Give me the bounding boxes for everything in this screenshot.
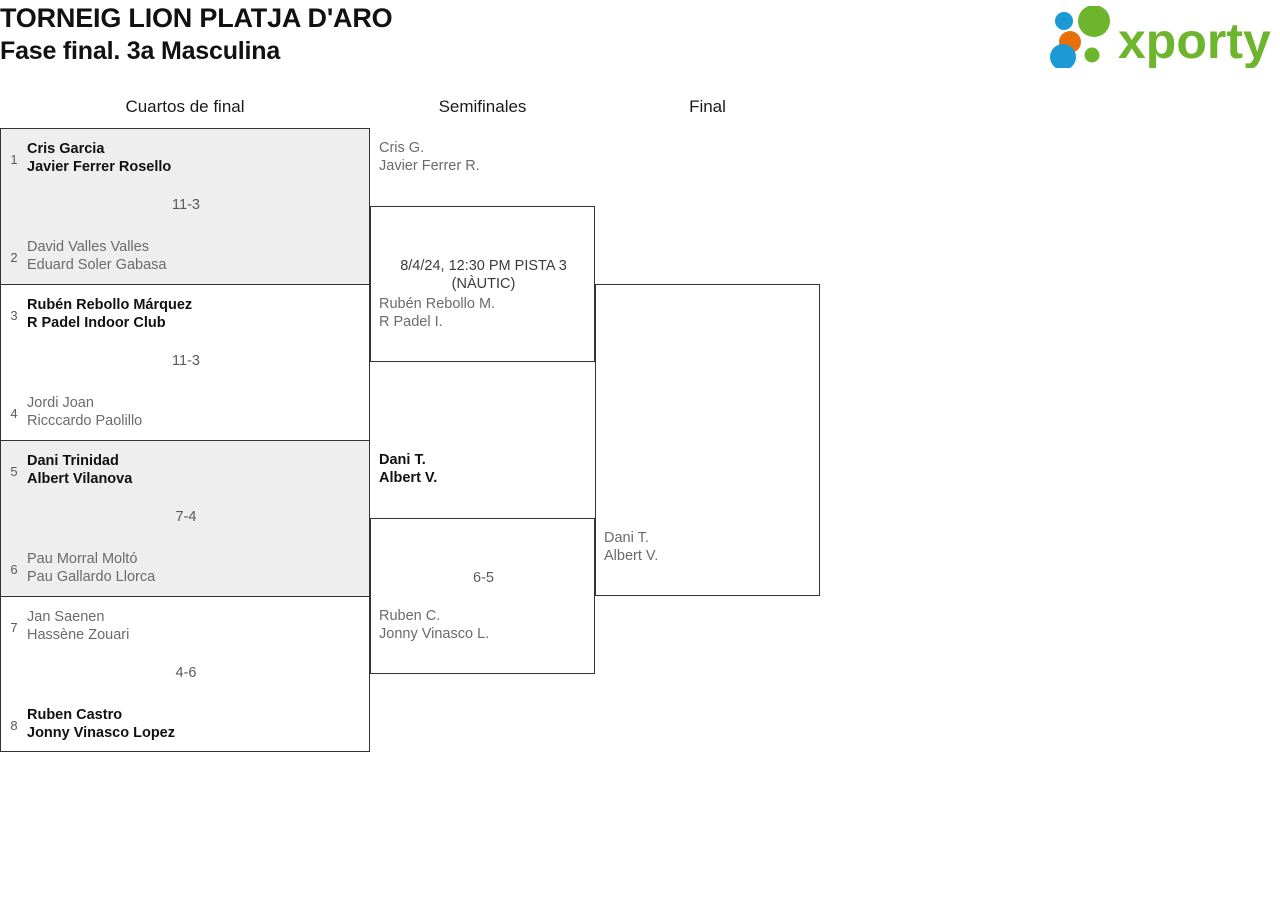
match-slot-bottom[interactable]: 2 David Valles Valles Eduard Soler Gabas…	[1, 227, 371, 285]
logo-dot-green-large	[1078, 6, 1110, 37]
player-name-1: David Valles Valles	[27, 239, 149, 255]
player-name-1: Dani T.	[604, 530, 649, 546]
player-name-1: Jordi Joan	[27, 395, 94, 411]
match-slot-top[interactable]: 1 Cris Garcia Javier Ferrer Rosello	[1, 129, 371, 187]
player-name-1: Jan Saenen	[27, 609, 105, 625]
xporty-logo-svg: xporty	[1050, 6, 1271, 68]
match-slot-bottom[interactable]: Dani T. Albert V.	[596, 519, 821, 575]
player-name-2: Ricccardo Paolillo	[27, 413, 143, 429]
player-name-2: Albert Vilanova	[27, 471, 133, 487]
team-names: David Valles Valles Eduard Soler Gabasa	[27, 238, 166, 274]
seed-number: 8	[10, 717, 18, 733]
seed-number: 3	[10, 307, 18, 323]
match-slot-bottom[interactable]: 4 Jordi Joan Ricccardo Paolillo	[1, 383, 371, 441]
player-name-1: Rubén Rebollo M.	[379, 296, 496, 312]
player-name-2: R Padel I.	[379, 314, 443, 330]
player-name-1: Dani Trinidad	[27, 453, 119, 469]
match-slot-top[interactable]	[596, 129, 821, 185]
logo-dot-blue-large	[1050, 44, 1076, 68]
player-name-1: Cris G.	[379, 140, 425, 156]
logo-dot-blue-small	[1055, 12, 1073, 30]
team-names: Cris G. Javier Ferrer R.	[379, 139, 480, 175]
player-name-2: Eduard Soler Gabasa	[27, 257, 167, 273]
match-score: 4-6	[175, 665, 197, 681]
player-name-2: Javier Ferrer Rosello	[27, 159, 172, 175]
team-names: Rubén Rebollo M. R Padel I.	[379, 295, 495, 331]
match-schedule: 8/4/24, 12:30 PM PISTA 3 (NÀUTIC)	[400, 258, 567, 292]
team-names: Jordi Joan Ricccardo Paolillo	[27, 394, 142, 430]
player-name-1: Dani T.	[379, 452, 426, 468]
player-name-2: R Padel Indoor Club	[27, 315, 166, 331]
player-name-2: Jonny Vinasco L.	[379, 626, 490, 642]
logo-wordmark: xporty	[1118, 13, 1271, 68]
seed-number: 2	[10, 249, 18, 265]
match-final[interactable]: Dani T. Albert V.	[595, 284, 820, 596]
player-name-2: Pau Gallardo Llorca	[27, 569, 156, 585]
match-semifinal-2[interactable]: Dani T. Albert V. 6-5 Ruben C. Jonny Vin…	[370, 452, 596, 674]
seed-number: 7	[10, 619, 18, 635]
match-slot-top[interactable]: 5 Dani Trinidad Albert Vilanova	[1, 441, 371, 499]
team-names: Ruben C. Jonny Vinasco L.	[379, 607, 489, 643]
player-name-2: Javier Ferrer R.	[379, 158, 480, 174]
tournament-bracket: 1 Cris Garcia Javier Ferrer Rosello 11-3…	[0, 128, 900, 753]
match-slot-top[interactable]: 3 Rubén Rebollo Márquez R Padel Indoor C…	[1, 285, 371, 343]
match-quarterfinal-2[interactable]: 3 Rubén Rebollo Márquez R Padel Indoor C…	[0, 284, 370, 440]
tournament-subtitle: Fase final. 3a Masculina	[0, 37, 281, 65]
match-slot-top[interactable]: 7 Jan Saenen Hassène Zouari	[1, 597, 371, 655]
player-name-1: Ruben C.	[379, 608, 441, 624]
match-slot-bottom[interactable]: Rubén Rebollo M. R Padel I.	[371, 285, 596, 341]
seed-number: 4	[10, 405, 18, 421]
match-slot-bottom[interactable]: 6 Pau Morral Moltó Pau Gallardo Llorca	[1, 539, 371, 597]
match-quarterfinal-3[interactable]: 5 Dani Trinidad Albert Vilanova 7-4 6 Pa…	[0, 440, 370, 596]
match-score: 6-5	[473, 570, 494, 586]
player-name-2: Albert V.	[604, 548, 659, 564]
player-name-1: Cris Garcia	[27, 141, 105, 157]
seed-number: 6	[10, 561, 18, 577]
match-slot-top[interactable]: Cris G. Javier Ferrer R.	[371, 129, 596, 185]
team-names: Cris Garcia Javier Ferrer Rosello	[27, 140, 171, 176]
match-score: 11-3	[172, 197, 200, 213]
match-slot-bottom[interactable]: 8 Ruben Castro Jonny Vinasco Lopez	[1, 695, 371, 753]
tournament-title: TORNEIG LION PLATJA D'ARO	[0, 3, 393, 33]
seed-number: 5	[10, 463, 18, 479]
team-names: Dani T. Albert V.	[379, 451, 437, 487]
player-name-1: Ruben Castro	[27, 707, 123, 723]
title-block: TORNEIG LION PLATJA D'ARO Fase final. 3a…	[0, 2, 393, 67]
match-quarterfinal-4[interactable]: 7 Jan Saenen Hassène Zouari 4-6 8 Ruben …	[0, 596, 370, 752]
team-names: Dani T. Albert V.	[604, 529, 658, 565]
round-header-quarterfinals: Cuartos de final	[125, 97, 245, 116]
player-name-2: Albert V.	[379, 470, 438, 486]
match-slot-top[interactable]: Dani T. Albert V.	[371, 441, 596, 497]
seed-number: 1	[10, 151, 18, 167]
match-semifinal-1[interactable]: Cris G. Javier Ferrer R. 8/4/24, 12:30 P…	[370, 140, 596, 362]
player-name-1: Pau Morral Moltó	[27, 551, 138, 567]
team-names: Dani Trinidad Albert Vilanova	[27, 452, 132, 488]
team-names: Rubén Rebollo Márquez R Padel Indoor Clu…	[27, 296, 192, 332]
player-name-2: Jonny Vinasco Lopez	[27, 725, 175, 741]
xporty-logo[interactable]: xporty	[1046, 6, 1274, 68]
logo-dot-green-small	[1084, 47, 1100, 63]
team-names: Jan Saenen Hassène Zouari	[27, 608, 129, 644]
page-header: TORNEIG LION PLATJA D'ARO Fase final. 3a…	[0, 0, 1280, 80]
round-header-final: Final	[689, 97, 726, 116]
round-header-semifinals: Semifinales	[438, 97, 527, 116]
match-score: 7-4	[175, 509, 197, 525]
player-name-1: Rubén Rebollo Márquez	[27, 297, 193, 313]
match-quarterfinal-1[interactable]: 1 Cris Garcia Javier Ferrer Rosello 11-3…	[0, 128, 370, 284]
match-score: 11-3	[172, 353, 200, 369]
team-names: Pau Morral Moltó Pau Gallardo Llorca	[27, 550, 155, 586]
player-name-2: Hassène Zouari	[27, 627, 130, 643]
match-slot-bottom[interactable]: Ruben C. Jonny Vinasco L.	[371, 597, 596, 653]
team-names: Ruben Castro Jonny Vinasco Lopez	[27, 706, 175, 742]
